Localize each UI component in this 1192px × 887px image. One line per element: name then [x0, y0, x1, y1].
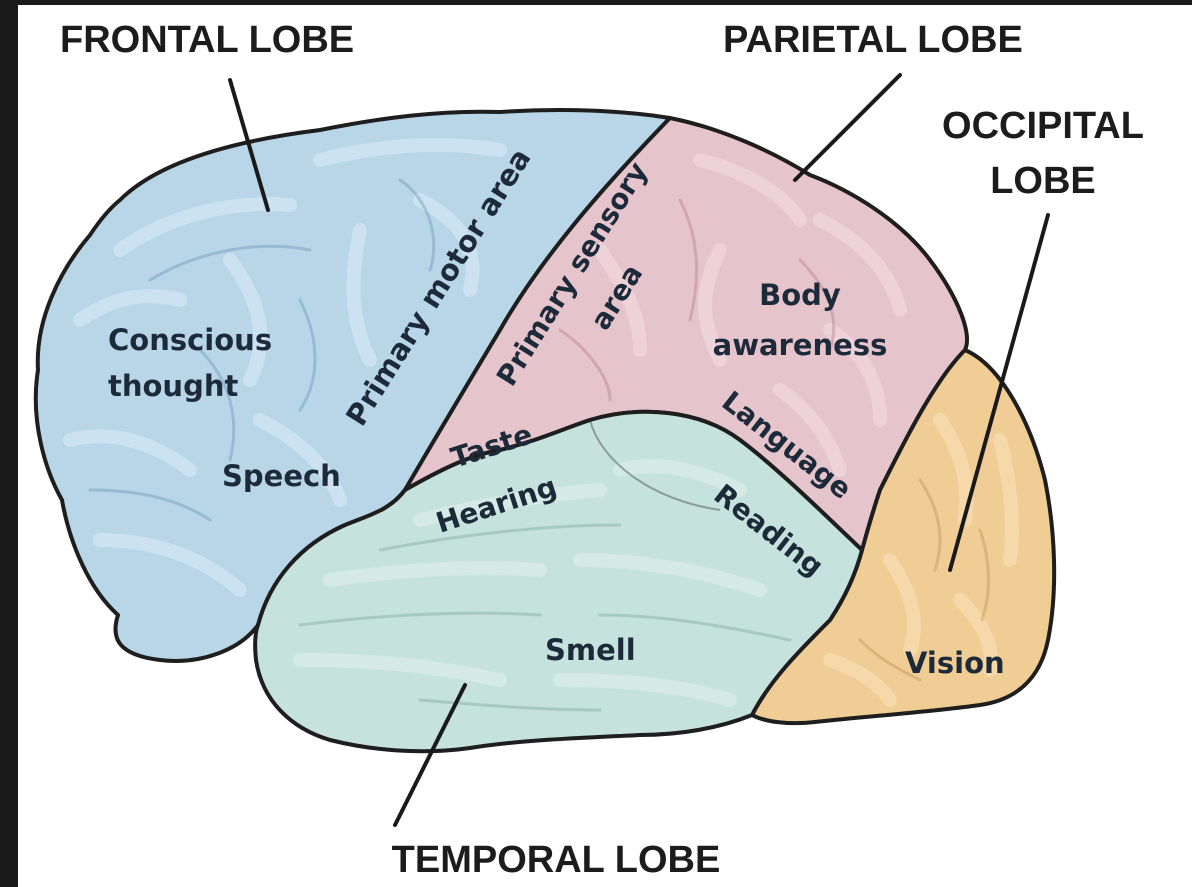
conscious-thought-label-line2: thought — [108, 369, 238, 403]
body-awareness-label-line2: awareness — [713, 328, 888, 362]
body-awareness-label-line1: Body — [759, 278, 841, 312]
occipital-lobe-title-line2: LOBE — [990, 160, 1096, 202]
conscious-thought-label-line1: Conscious — [108, 323, 272, 357]
speech-label: Speech — [222, 459, 341, 493]
frontal-lobe-title: FRONTAL LOBE — [60, 19, 354, 61]
parietal-lobe-title: PARIETAL LOBE — [723, 19, 1023, 61]
vision-label: Vision — [905, 646, 1005, 680]
occipital-lobe-title-line1: OCCIPITAL — [942, 105, 1144, 147]
smell-label: Smell — [545, 633, 636, 667]
temporal-lobe-title: TEMPORAL LOBE — [392, 839, 721, 881]
